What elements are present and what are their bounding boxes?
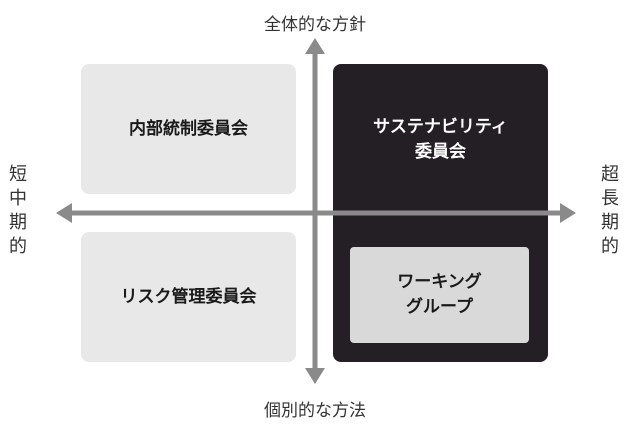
risk-management-committee-label: リスク管理委員会: [120, 286, 257, 307]
risk-management-committee-box: リスク管理委員会: [81, 232, 296, 362]
axis-label-right-char: 長: [601, 188, 619, 209]
working-group-label-line1: ワーキング: [397, 272, 482, 292]
axis-label-left-char: 中: [9, 188, 27, 209]
axis-label-left-char: 短: [9, 164, 27, 185]
axis-label-right-char: 超: [601, 164, 619, 185]
axis-label-left-char: 期: [9, 212, 27, 233]
vertical-axis-arrow-up: [305, 38, 325, 54]
horizontal-axis-arrow-right: [560, 203, 576, 223]
axis-label-right: 超 長 期 的: [598, 163, 622, 259]
axis-label-top: 全体的な方針: [264, 15, 366, 35]
internal-control-committee-label: 内部統制委員会: [129, 118, 248, 139]
internal-control-committee-box: 内部統制委員会: [81, 64, 296, 194]
working-group-label-line2: グループ: [406, 297, 473, 317]
sustainability-committee-label: サステナビリティ 委員会: [333, 115, 548, 165]
vertical-axis-arrow-down: [305, 368, 325, 384]
axis-label-left: 短 中 期 的: [6, 163, 30, 259]
axis-label-right-char: 期: [601, 212, 619, 233]
horizontal-axis-arrow-left: [56, 203, 72, 223]
axis-label-bottom: 個別的な方法: [264, 401, 366, 421]
working-group-label: ワーキング グループ: [397, 270, 482, 320]
axis-label-left-char: 的: [9, 236, 27, 257]
sustainability-committee-label-line1: サステナビリティ: [373, 117, 508, 137]
sustainability-committee-label-line2: 委員会: [415, 142, 466, 162]
axis-label-right-char: 的: [601, 236, 619, 257]
working-group-box: ワーキング グループ: [350, 247, 529, 343]
